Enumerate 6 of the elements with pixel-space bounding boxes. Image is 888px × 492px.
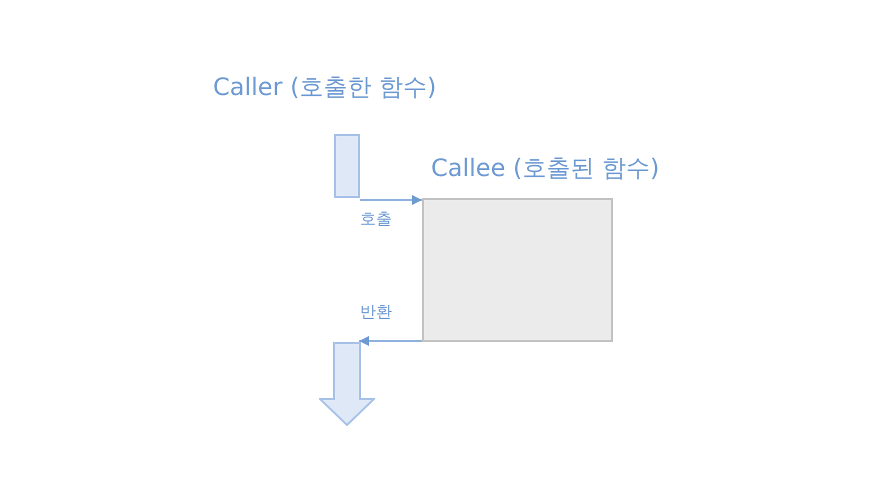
node-title: Caller (호출한 함수) xyxy=(213,72,436,102)
arrow xyxy=(359,336,422,346)
edge-label: 호출 xyxy=(359,209,393,229)
node-title: Callee (호출된 함수) xyxy=(431,153,660,183)
edge-label: 반환 xyxy=(359,302,393,322)
arrow xyxy=(360,195,422,205)
